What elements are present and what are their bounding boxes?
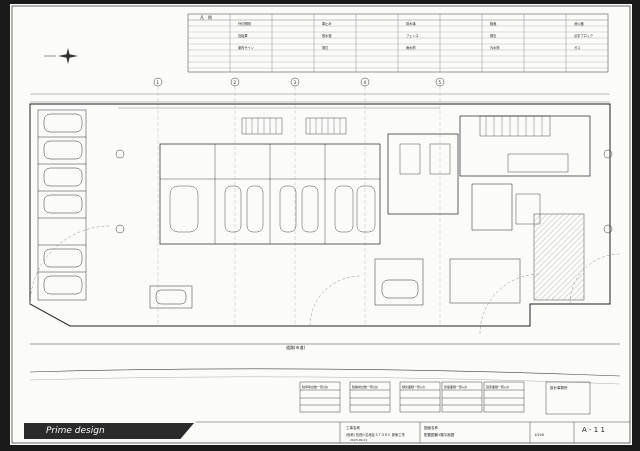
table-title: 緑化面積一覧(㎡) bbox=[402, 384, 425, 389]
brand-bar bbox=[24, 423, 194, 439]
grid-label: 5 bbox=[439, 80, 442, 85]
road-label: 道路(市道) bbox=[286, 344, 306, 350]
building-main bbox=[159, 117, 381, 245]
title-block bbox=[196, 421, 630, 443]
grid-label: 4 bbox=[364, 80, 367, 85]
legend-item: 排水溝 bbox=[406, 21, 416, 26]
area-tables bbox=[299, 381, 525, 413]
parking-lower bbox=[149, 258, 521, 309]
parking-left bbox=[37, 109, 87, 301]
stamp-label: 設計事務所 bbox=[550, 385, 568, 390]
table-title: 延床面積一覧(㎡) bbox=[486, 384, 509, 389]
drawing-date: 2023.09.21 bbox=[350, 438, 367, 442]
grid-line-markers bbox=[115, 77, 613, 324]
legend-item: ガス bbox=[574, 45, 580, 50]
stamp-box bbox=[545, 381, 591, 415]
legend-item: 点字ブロック bbox=[574, 33, 593, 38]
north-arrow-icon bbox=[44, 48, 78, 64]
legend-item: 散水栓 bbox=[322, 33, 332, 38]
project-label: 工事名称 bbox=[346, 425, 360, 430]
legend-item: 案内サイン bbox=[238, 45, 254, 50]
legend-item: 縁石 bbox=[490, 33, 496, 38]
table-title: 建築面積一覧(㎡) bbox=[444, 384, 467, 389]
sheet-frame bbox=[11, 5, 631, 444]
drawing-sheet: 凡 例 bbox=[10, 4, 632, 445]
drawing-title: 配置図兼1階平面図 bbox=[424, 432, 455, 437]
swing-arcs bbox=[29, 225, 621, 335]
brand-logo: Prime design bbox=[46, 426, 105, 436]
legend-item: 外灯照明 bbox=[238, 21, 251, 26]
road bbox=[29, 343, 621, 385]
grid-label: 1 bbox=[157, 80, 160, 85]
legend-item: 自転車 bbox=[238, 33, 248, 38]
legend-item: フェンス bbox=[406, 33, 419, 38]
legend-item: 車止め bbox=[322, 21, 332, 26]
site-plan-drawing: 凡 例 bbox=[11, 5, 631, 444]
legend-block: 凡 例 bbox=[187, 13, 609, 73]
legend-item: 電灯 bbox=[322, 45, 329, 50]
legend-item: 消火器 bbox=[574, 21, 584, 26]
building-right bbox=[459, 115, 591, 231]
dimension-lines bbox=[30, 93, 610, 109]
grid-label: 3 bbox=[294, 80, 297, 85]
building-core bbox=[387, 133, 459, 215]
legend-item: 雨水桝 bbox=[406, 45, 416, 50]
legend-item: 植栽 bbox=[490, 21, 497, 26]
legend-item: 汚水桝 bbox=[490, 45, 500, 50]
sheet-number: A - 1 1 bbox=[582, 426, 605, 434]
project-name: (仮称) 長田川沿地区ＳＴＯＲＥ 新築工事 bbox=[346, 432, 406, 437]
table-title: 駐輪場台数一覧(台) bbox=[352, 384, 378, 389]
site-boundary bbox=[29, 103, 611, 327]
grid-label: 2 bbox=[234, 80, 237, 85]
planting-area bbox=[533, 213, 585, 301]
drawing-title-label: 図面名称 bbox=[424, 425, 438, 430]
drawing-scale: 1/200 bbox=[534, 433, 544, 437]
legend-header: 凡 例 bbox=[200, 14, 212, 20]
table-title: 駐車場台数一覧(台) bbox=[302, 384, 328, 389]
